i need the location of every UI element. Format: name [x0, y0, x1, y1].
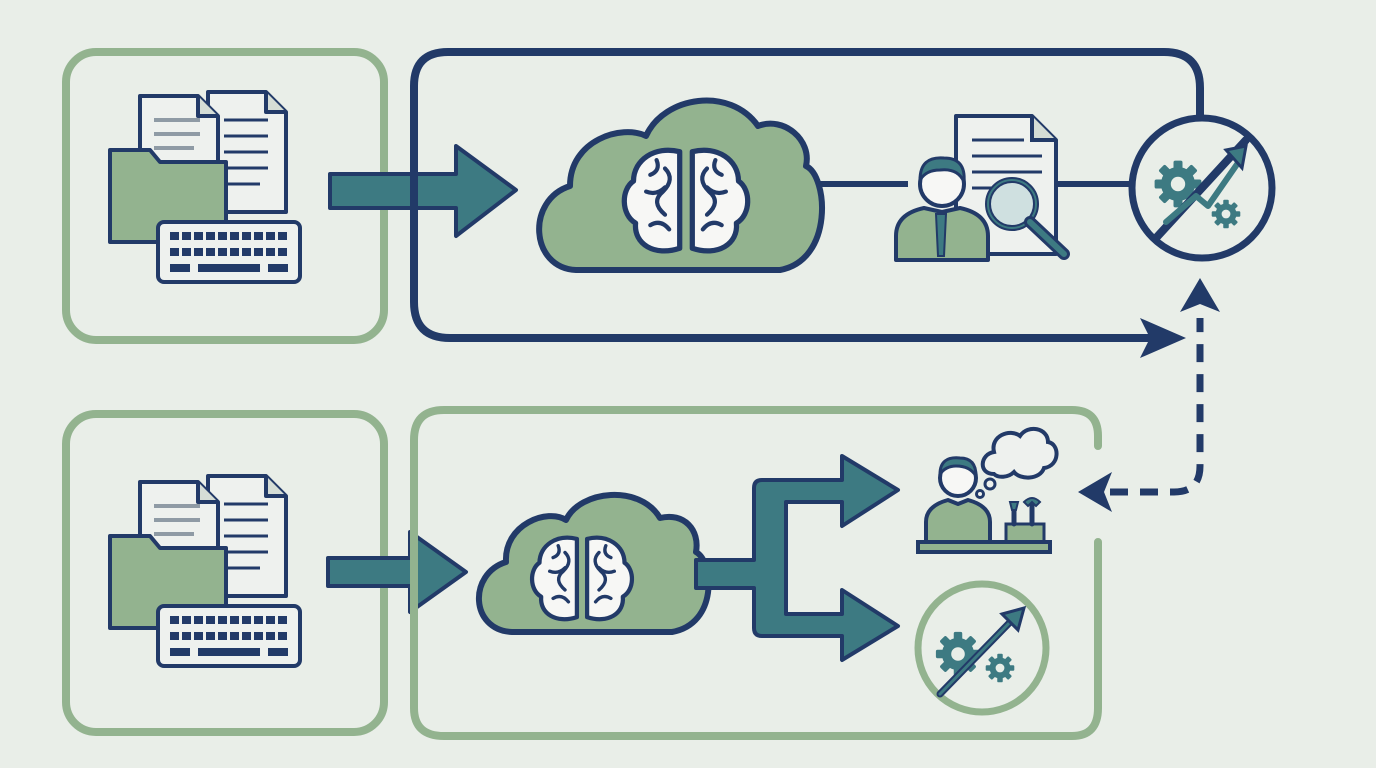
top-process-loop — [410, 48, 1204, 342]
feedback-arrowhead-left — [1078, 472, 1112, 512]
bottom-input-icons — [108, 474, 302, 668]
desk-icon — [916, 540, 1052, 554]
person-icon — [924, 456, 992, 544]
human-reviewer-icon — [894, 114, 1070, 262]
bottom-cloud-brain-icon — [476, 492, 712, 635]
top-optimization-icon — [1128, 114, 1276, 262]
bottom-process-box — [410, 406, 1102, 740]
magnifier-icon — [985, 177, 1070, 260]
bottom-optimization-icon — [914, 580, 1050, 716]
feedback-arrowhead-up — [1180, 278, 1220, 312]
branch-arrow-icon — [694, 454, 900, 662]
top-cloud-brain-icon — [536, 97, 825, 273]
tools-icon — [1004, 497, 1046, 546]
person-thinking-workstation-icon — [916, 426, 1059, 554]
top-input-arrow — [328, 144, 518, 238]
top-input-icons — [108, 90, 302, 284]
keyboard-icon — [156, 604, 302, 668]
person-icon — [894, 156, 990, 262]
thought-bubble-icon — [975, 426, 1059, 499]
documents-icon — [138, 474, 288, 604]
documents-icon — [138, 90, 288, 218]
feedback-dashed-arrow — [1078, 278, 1220, 512]
folder-icon — [108, 148, 228, 244]
bottom-input-arrow — [326, 530, 468, 614]
keyboard-icon — [156, 220, 302, 284]
top-loop-arrowhead — [1140, 318, 1186, 358]
